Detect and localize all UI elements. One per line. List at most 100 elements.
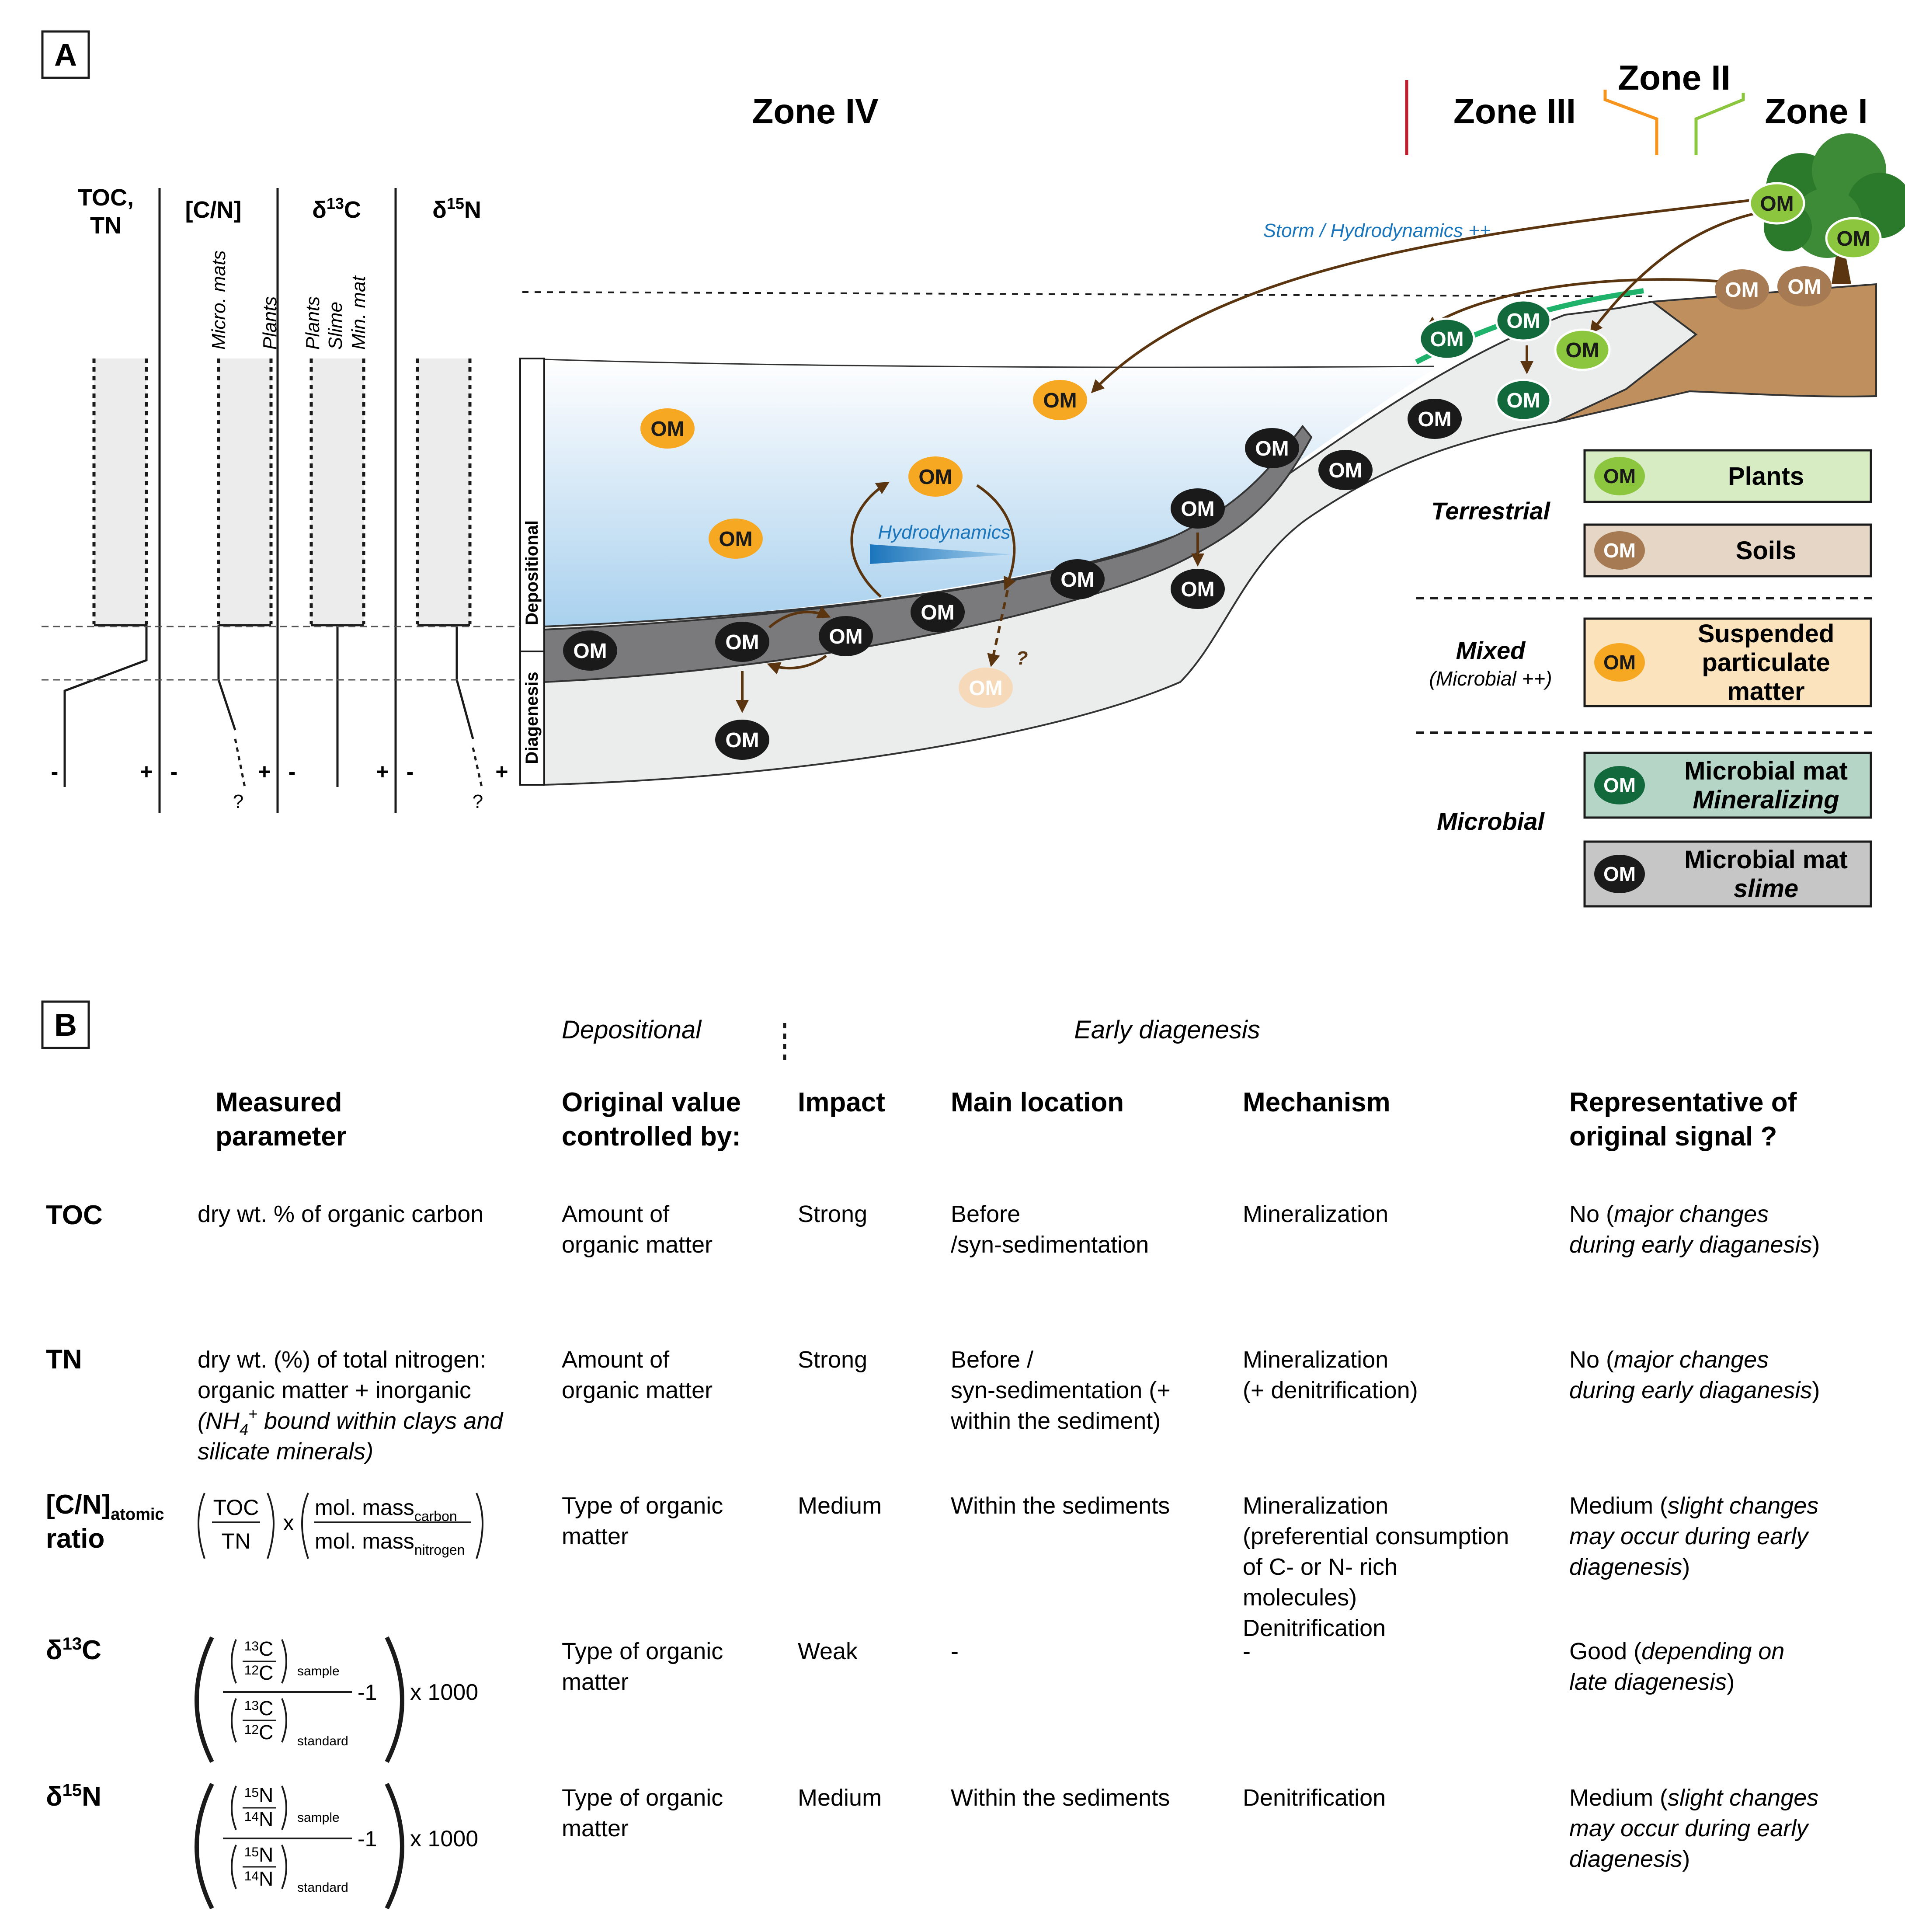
header-original: Original value xyxy=(562,1087,741,1117)
row-original: Type of organic xyxy=(562,1493,723,1519)
row-original: matter xyxy=(562,1669,629,1695)
om-badge: OM xyxy=(908,456,963,497)
row-original: organic matter xyxy=(562,1377,713,1403)
panel-a: A Zone IV Zone III Zone II Zone I TOC, T… xyxy=(41,30,1905,908)
transport-arrow-soil xyxy=(1425,278,1745,330)
row-representative: No (major changes xyxy=(1569,1347,1769,1373)
row-mechanism: (+ denitrification) xyxy=(1243,1377,1418,1403)
row-representative: during early diaganesis) xyxy=(1569,1377,1820,1403)
legend-label: Microbial mat xyxy=(1684,757,1848,785)
d13c-label-slime: Slime xyxy=(325,302,346,350)
row-location: Before / xyxy=(951,1347,1033,1373)
om-badge-label: OM xyxy=(1787,275,1821,299)
legend-badge-label: OM xyxy=(1603,465,1636,487)
diagenesis-band-label: Diagenesis xyxy=(522,672,542,764)
zone-i-title: Zone I xyxy=(1765,92,1868,131)
row-location: Within the sediments xyxy=(951,1785,1170,1811)
water-surface xyxy=(544,359,1434,368)
category-mixed-subtitle: (Microbial ++) xyxy=(1429,667,1552,690)
row-parameter: dry wt. % of organic carbon xyxy=(198,1201,483,1227)
om-badge: OM xyxy=(959,668,1013,708)
om-badge: OM xyxy=(1408,399,1462,439)
legend-badge-label: OM xyxy=(1603,539,1636,562)
svg-text:standard: standard xyxy=(297,1734,348,1748)
row-representative: during early diaganesis) xyxy=(1569,1232,1820,1258)
om-badge: OM xyxy=(1171,488,1225,529)
om-badge-label: OM xyxy=(1043,389,1077,412)
uncertain-question-mark: ? xyxy=(1016,647,1028,669)
om-badge: OM xyxy=(1554,328,1611,371)
row-representative: Medium (slight changes xyxy=(1569,1785,1818,1811)
svg-text:standard: standard xyxy=(297,1880,348,1895)
depositional-band-label: Depositional xyxy=(522,520,542,625)
axis-plus: + xyxy=(140,759,153,784)
svg-text:-1: -1 xyxy=(358,1680,377,1705)
table-row-d13c: δ13C 13C 12C sample 13C 12C standard -1 … xyxy=(46,1634,1784,1763)
row-representative: diagenesis) xyxy=(1569,1846,1690,1872)
om-badge: OM xyxy=(1777,266,1832,306)
om-badge: OM xyxy=(1749,182,1805,225)
row-representative: may occur during early xyxy=(1569,1815,1809,1841)
d15n-curve-uncertain xyxy=(472,747,483,787)
row-representative: diagenesis) xyxy=(1569,1554,1690,1580)
svg-text:TN: TN xyxy=(222,1529,251,1553)
legend-badge-label: OM xyxy=(1603,651,1636,674)
om-badge: OM xyxy=(1825,217,1882,260)
row-representative: Good (depending on xyxy=(1569,1638,1784,1664)
phase-depositional: Depositional xyxy=(562,1016,702,1044)
om-badge-label: OM xyxy=(725,729,759,752)
d15n-question-mark: ? xyxy=(473,791,483,812)
row-mechanism: Mineralization xyxy=(1243,1493,1388,1519)
profile-box-d13c xyxy=(311,359,364,626)
axis-minus: - xyxy=(289,759,296,784)
row-name: [C/N]atomic xyxy=(46,1490,164,1524)
zone-iii-title: Zone III xyxy=(1453,92,1576,131)
cn-curve-uncertain xyxy=(234,738,246,787)
svg-text:14N: 14N xyxy=(244,1867,274,1890)
profile-title-tn: TN xyxy=(90,212,122,239)
om-badge-label: OM xyxy=(921,601,954,624)
row-mechanism: Mineralization xyxy=(1243,1347,1388,1373)
table-row-cn: [C/N]atomic ratio TOC TN x mol. masscarb… xyxy=(46,1490,1818,1641)
om-badge: OM xyxy=(819,616,873,656)
svg-text:sample: sample xyxy=(297,1810,340,1825)
row-mechanism: Mineralization xyxy=(1243,1201,1388,1227)
om-badge: OM xyxy=(1050,559,1105,599)
row-mechanism: Denitrification xyxy=(1243,1785,1386,1811)
svg-text:15N: 15N xyxy=(244,1843,274,1866)
row-representative: No (major changes xyxy=(1569,1201,1769,1227)
recycling-arrow-down xyxy=(976,484,1016,591)
zone-i-bracket xyxy=(1694,93,1745,155)
svg-text:12C: 12C xyxy=(244,1661,274,1684)
d15n-curve xyxy=(417,624,474,739)
zone-ii-bracket xyxy=(1603,90,1658,155)
om-badge-label: OM xyxy=(1760,192,1794,216)
om-badge: OM xyxy=(715,622,769,662)
row-impact: Strong xyxy=(798,1201,867,1227)
row-original: Amount of xyxy=(562,1201,670,1227)
d13c-formula: 13C 12C sample 13C 12C standard -1 x 100… xyxy=(195,1636,478,1763)
proxy-profiles: TOC, TN [C/N] δ13C δ15N xyxy=(51,184,508,813)
om-badge: OM xyxy=(640,408,695,449)
svg-text:mol. masscarbon: mol. masscarbon xyxy=(315,1495,457,1524)
svg-text:13C: 13C xyxy=(244,1637,274,1660)
row-location: /syn-sedimentation xyxy=(951,1232,1149,1258)
d13c-label-plants: Plants xyxy=(302,296,323,350)
axis-minus: - xyxy=(170,759,178,784)
profile-title-d13c: δ13C xyxy=(312,195,361,223)
row-location: Before xyxy=(951,1201,1020,1227)
d13c-label-min-mat: Min. mat xyxy=(348,275,369,350)
row-mechanism: molecules) xyxy=(1243,1584,1357,1611)
legend-badge-label: OM xyxy=(1603,774,1636,797)
om-badge-label: OM xyxy=(1181,498,1214,521)
phase-early-diagenesis: Early diagenesis xyxy=(1074,1016,1260,1044)
category-microbial: Microbial xyxy=(1437,808,1545,835)
row-location: Within the sediments xyxy=(951,1493,1170,1519)
d13c-curve xyxy=(311,624,364,787)
